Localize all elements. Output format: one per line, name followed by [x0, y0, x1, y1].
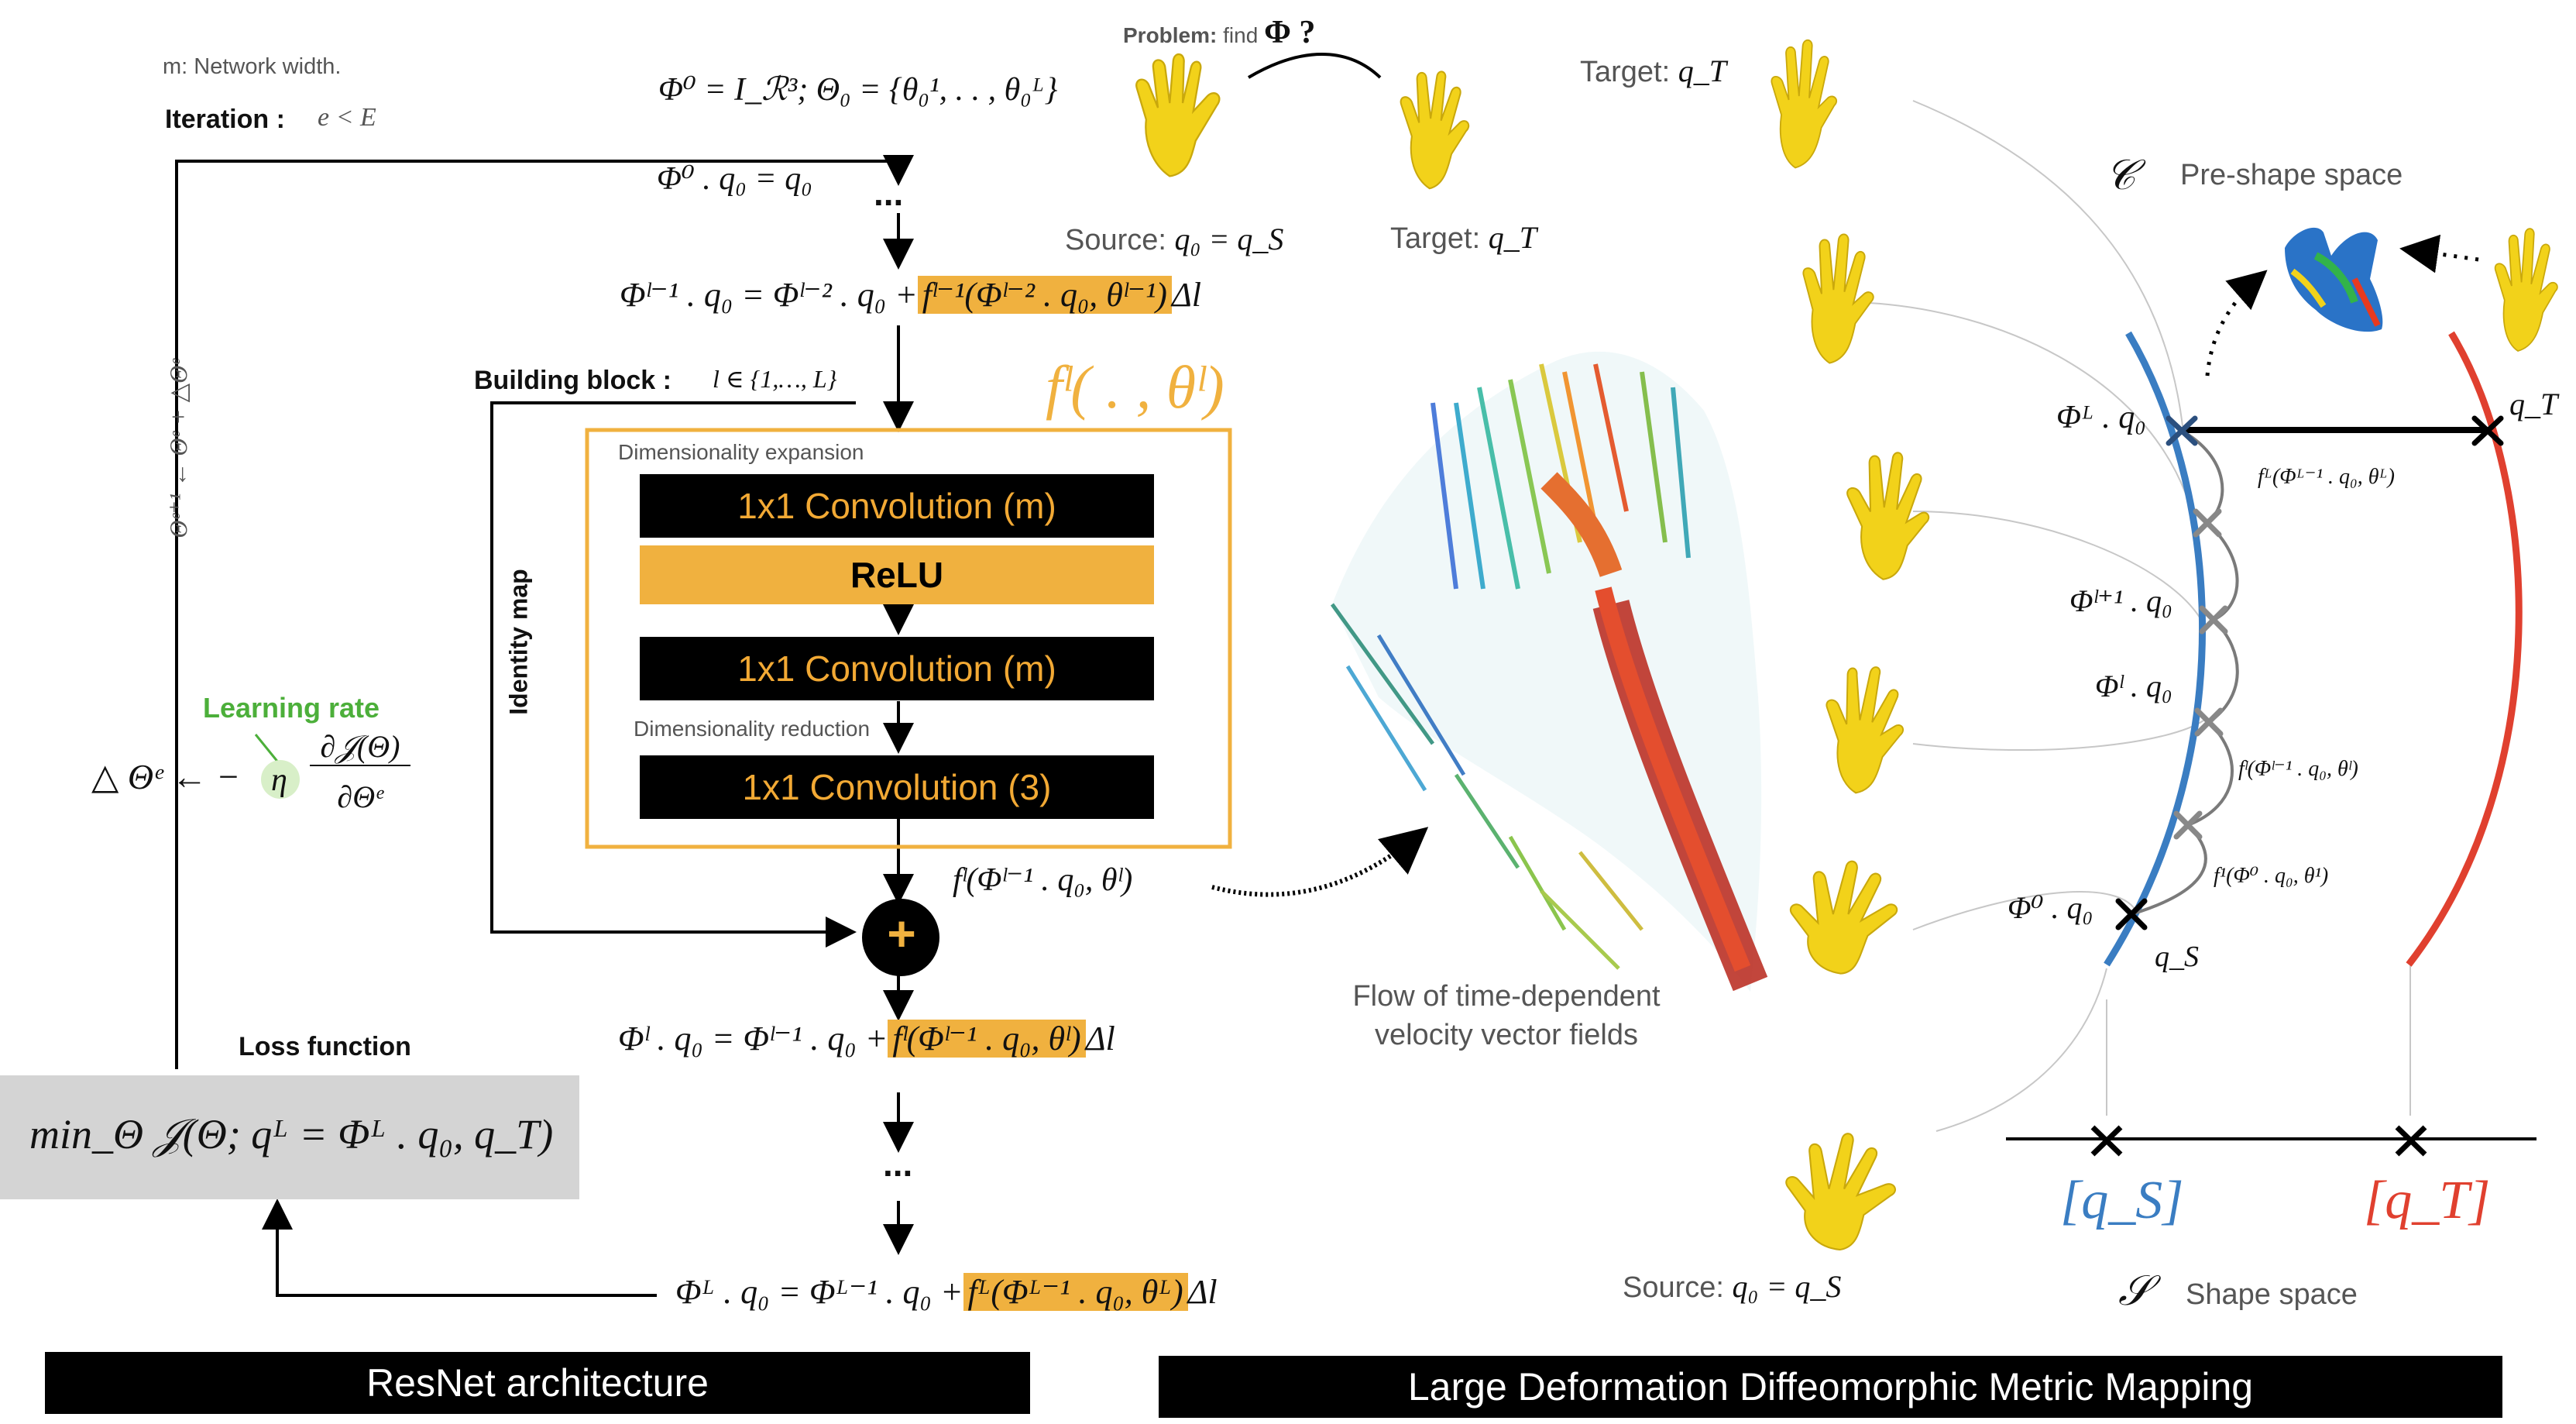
phi0-q0: Φ⁰ . q₀ = q₀	[657, 161, 812, 197]
dim-reduction-label: Dimensionality reduction	[634, 717, 871, 741]
preshape-label: Pre-shape space	[2180, 159, 2403, 191]
guide-curves	[1843, 100, 2411, 1132]
point-markers	[2115, 415, 2504, 930]
phiL-q0-label: Φᴸ . q₀	[2056, 400, 2146, 435]
iteration-condition: e < E	[318, 103, 376, 132]
preshape-hand-colored	[2285, 227, 2383, 332]
phi-l1-q0-label: Φˡ⁺¹ . q₀	[2069, 583, 2172, 618]
building-block-condition: l ∈ {1,…, L}	[713, 365, 837, 393]
loss-box: min_Θ 𝒥(Θ; qᴸ = Φᴸ . q₀, q_T)	[0, 1075, 579, 1199]
hand-source-icon	[1774, 1120, 1917, 1255]
eta-highlight	[261, 760, 300, 799]
f-l-small-label: fˡ(Φˡ⁻¹ . q₀, θˡ)	[2238, 757, 2358, 781]
hand-problem-target-icon	[1382, 58, 1487, 194]
f-L-small-label: fᴸ(Φᴸ⁻¹ . q₀, θᴸ)	[2258, 465, 2395, 489]
blue-orbit-curve	[2104, 331, 2206, 967]
hand-2-icon	[1789, 225, 1890, 368]
gradient-denominator: ∂Θᵉ	[337, 779, 383, 814]
lddmm-footer: Large Deformation Diffeomorphic Metric M…	[1159, 1356, 2502, 1418]
conv2-block: 1x1 Convolution (m)	[640, 637, 1154, 700]
iteration-label: Iteration :	[165, 105, 285, 134]
hand-3-icon	[1836, 442, 1952, 585]
network-width-note: m: Network width.	[163, 54, 342, 79]
flow-caption-2: velocity vector fields	[1374, 1019, 1638, 1051]
learning-rate-label: Learning rate	[203, 692, 380, 724]
gradient-numerator: ∂𝒥(Θ)	[310, 728, 410, 766]
phi-L-eq: Φᴸ . q₀ = Φᴸ⁻¹ . q₀ +fᴸ(Φᴸ⁻¹ . q₀, θᴸ)Δl	[675, 1273, 1218, 1311]
building-block-frame	[585, 428, 1232, 849]
parameter-update-rule: Θᵉ⁺¹ ← Θᵉ + △Θᵉ	[164, 359, 192, 538]
phi0-definition: Φ⁰ = I_ℛ³; Θ₀ = {θ₀¹, . . , θ₀ᴸ}	[658, 72, 1058, 108]
problem-statement: Problem: find Φ ?	[1123, 15, 1316, 50]
hand-problem-source-icon	[1121, 46, 1242, 182]
hand-5-icon	[1781, 848, 1932, 980]
ellipsis-top: ...	[874, 173, 904, 213]
f-block-title: fˡ( . , θˡ)	[1046, 353, 1224, 421]
loss-function-label: Loss function	[239, 1032, 411, 1061]
qS-point-label: q_S	[2155, 941, 2199, 973]
qT-class-label: [q_T]	[2364, 1171, 2491, 1230]
ellipsis-bottom: ...	[883, 1144, 913, 1184]
loss-expression: min_Θ 𝒥(Θ; qᴸ = Φᴸ . q₀, q_T)	[29, 1111, 554, 1157]
phi-l-q0-label: Φˡ . q₀	[2095, 669, 2172, 703]
plus-sign: +	[887, 906, 916, 961]
phi-l-eq: Φˡ . q₀ = Φˡ⁻¹ . q₀ +fˡ(Φˡ⁻¹ . q₀, θˡ)Δl	[618, 1020, 1115, 1058]
f-l-minus1-highlight: fˡ⁻¹(Φˡ⁻² . q₀, θˡ⁻¹)	[917, 276, 1172, 314]
shape-space-symbol: 𝒮	[2118, 1267, 2151, 1314]
qT-point-label: q_T	[2509, 387, 2558, 421]
phi-l-minus1-eq: Φˡ⁻¹ . q₀ = Φˡ⁻² . q₀ +fˡ⁻¹(Φˡ⁻² . q₀, θ…	[620, 276, 1202, 314]
loss-feedback-line	[262, 1199, 657, 1297]
middle-target-label: Target: q_T	[1390, 220, 1537, 255]
f-output-label: fˡ(Φˡ⁻¹ . q₀, θˡ)	[953, 862, 1133, 898]
identity-map-label: Identity map	[504, 569, 533, 715]
velocity-field	[1330, 351, 1768, 992]
dim-expansion-label: Dimensionality expansion	[618, 440, 864, 464]
qS-class-label: [q_S]	[2060, 1171, 2184, 1230]
conv1-block: 1x1 Convolution (m)	[640, 474, 1154, 538]
identity-map-line	[490, 401, 857, 948]
delta-theta: △ Θᵉ ← −	[91, 757, 241, 796]
shape-space-label: Shape space	[2186, 1278, 2358, 1311]
eta-symbol: η	[271, 762, 287, 798]
f-1-small-label: f¹(Φ⁰ . q₀, θ¹)	[2214, 864, 2329, 888]
right-target-label: Target: q_T	[1580, 53, 1726, 88]
relu-block: ReLU	[640, 545, 1154, 604]
f-L-highlight: fᴸ(Φᴸ⁻¹ . q₀, θᴸ)	[963, 1273, 1188, 1311]
hand-target-icon	[1758, 31, 1851, 174]
right-source-label: Source: q₀ = q_S	[1623, 1269, 1842, 1304]
to-flow-arrow	[1211, 827, 1429, 897]
conv3-block: 1x1 Convolution (3)	[640, 755, 1154, 819]
iteration-loop-line	[175, 155, 914, 1069]
middle-source-label: Source: q₀ = q_S	[1065, 222, 1284, 256]
residual-add-circle	[862, 899, 939, 976]
building-block-label: Building block :	[474, 366, 671, 395]
hand-4-icon	[1812, 655, 1921, 798]
resnet-footer: ResNet architecture	[45, 1352, 1030, 1414]
red-orbit-curve	[2406, 331, 2523, 967]
f-l-highlight: fˡ(Φˡ⁻¹ . q₀, θˡ)	[888, 1020, 1086, 1058]
preshape-symbol: 𝒞	[2105, 152, 2136, 198]
hand-preshape-target-icon	[2482, 221, 2571, 356]
phi0-q0-label: Φ⁰ . q₀	[2008, 890, 2093, 925]
flow-caption-1: Flow of time-dependent	[1352, 980, 1661, 1013]
